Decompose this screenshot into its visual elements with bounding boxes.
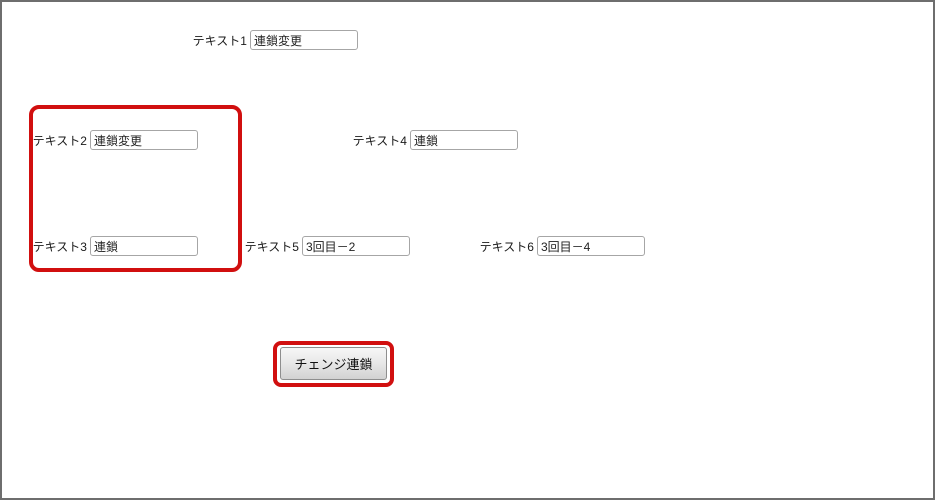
text6-input[interactable] xyxy=(537,236,645,256)
text6-label: テキスト6 xyxy=(479,239,534,254)
field-group-text4: テキスト4 xyxy=(347,130,518,150)
text2-input[interactable] xyxy=(90,130,198,150)
text1-label: テキスト1 xyxy=(192,33,247,48)
text4-input[interactable] xyxy=(410,130,518,150)
text3-input[interactable] xyxy=(90,236,198,256)
text5-input[interactable] xyxy=(302,236,410,256)
text3-label: テキスト3 xyxy=(32,239,87,254)
field-group-text2: テキスト2 xyxy=(27,130,198,150)
text5-label: テキスト5 xyxy=(244,239,299,254)
field-group-text1: テキスト1 xyxy=(187,30,358,50)
field-group-text5: テキスト5 xyxy=(239,236,410,256)
field-group-text6: テキスト6 xyxy=(474,236,645,256)
text1-input[interactable] xyxy=(250,30,358,50)
change-chain-button[interactable]: チェンジ連鎖 xyxy=(280,347,387,380)
text4-label: テキスト4 xyxy=(352,133,407,148)
field-group-text3: テキスト3 xyxy=(27,236,198,256)
text2-label: テキスト2 xyxy=(32,133,87,148)
